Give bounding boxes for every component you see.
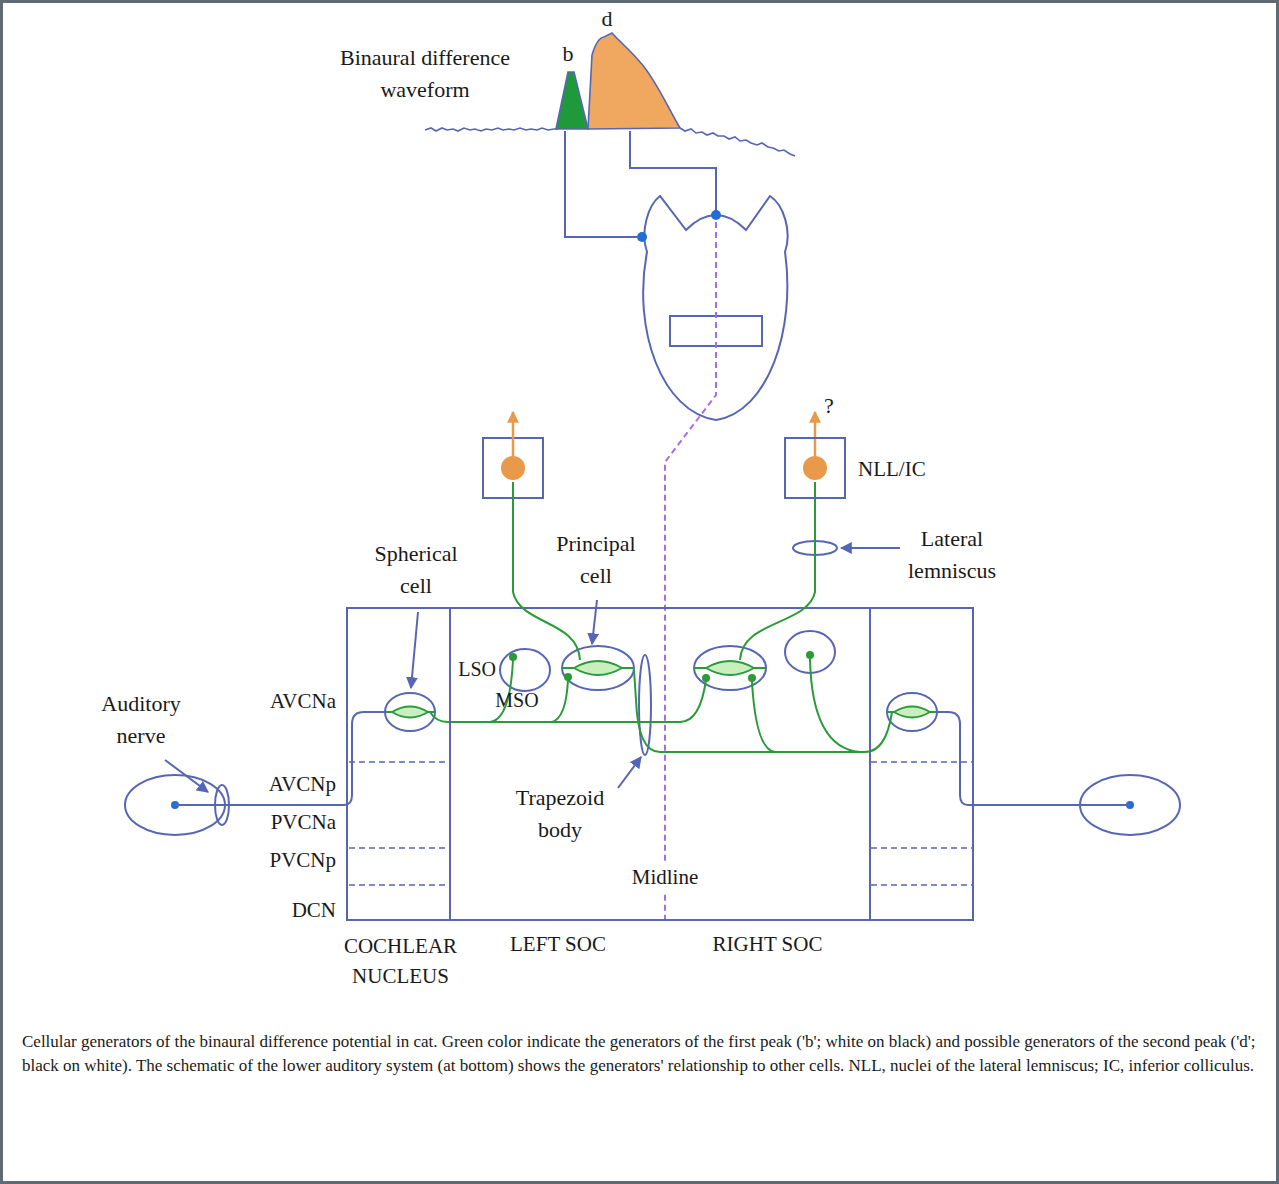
nucleus-label: LSO [444,655,496,684]
subdivision-line [349,847,449,849]
axon [513,482,580,660]
subdivision-label: PVCNa [236,807,336,837]
mso-outline [562,646,634,690]
nll-ic-box: NLL/IC [784,437,846,499]
synapse-dot [509,653,517,661]
axon [752,682,775,752]
callout-arrow [841,547,900,549]
spherical-cell [392,707,428,718]
nucleus-label: MSO [488,686,546,715]
trapezoid-body-loop [639,655,651,755]
midline-label: Midline [627,862,703,892]
axon [552,680,568,722]
peak-b [556,72,588,129]
node-heading: COCHLEAR NUCLEUS [333,931,468,992]
callout-arrow [618,757,641,788]
midline [665,222,716,920]
output-arrow [814,412,817,456]
callout-label: Spherical cell [360,538,472,602]
peak-label: d [596,3,618,35]
node-heading: LEFT SOC [451,929,665,959]
principal-cell [706,661,754,675]
output-arrow [512,412,515,456]
spherical-cell-outline [887,693,937,731]
subdivision-line [871,761,972,763]
axon [430,680,706,722]
principal-cell [574,661,622,675]
lso-outline [500,649,550,691]
waveform-trace [425,128,558,131]
subdivision-label: AVCNp [236,769,336,799]
subdivision-label: PVCNp [236,845,336,875]
callout-arrow [592,600,597,644]
subdivision-label: AVCNa [236,686,336,716]
spherical-cell-outline [385,693,435,731]
axons [430,482,892,752]
callout-arrow [411,612,418,688]
callout-arrow [165,760,208,792]
cochlear-nucleus-box: COCHLEAR NUCLEUS [346,607,451,921]
axon [740,482,815,660]
axon [810,659,860,752]
subdivision-line [349,884,449,886]
electrode-dot [711,210,721,220]
peak-d [588,33,680,129]
question-mark: ? [820,390,838,422]
nerve-cuff [215,785,229,825]
waveform-trace [680,128,795,156]
synapse-dot [564,673,572,681]
callout-label: Principal cell [540,528,652,592]
spherical-cell [894,707,930,718]
figure-caption: Cellular generators of the binaural diff… [22,1030,1257,1078]
figure-label: Binaural difference waveform [310,42,540,106]
synapses [509,651,814,682]
nll-ic-cell [501,456,525,480]
callout-arrows [165,548,900,792]
nucleus-border [869,608,871,920]
electrode-dot [637,232,647,242]
synapse-dot [806,651,814,659]
node-heading: RIGHT SOC [665,929,870,959]
subdivision-line [349,761,449,763]
synapse-dot [702,674,710,682]
axon [634,670,892,752]
callout-label: Trapezoid body [504,782,616,846]
subdivision-line [871,884,972,886]
callout-label: Auditory nerve [86,688,196,752]
node-heading: NLL/IC [858,454,926,484]
callout-label: Lateral lemniscus [893,523,1011,587]
leader-line [630,131,716,211]
subdivision-label: DCN [236,895,336,925]
peak-label: b [557,38,579,70]
auditory-nerve [930,712,1130,805]
nll-ic-cell [803,456,827,480]
mouth-box [670,316,762,346]
leader-line [565,131,637,237]
subdivision-line [871,847,972,849]
synapse-dot [748,674,756,682]
brainstem-outline [347,608,973,920]
